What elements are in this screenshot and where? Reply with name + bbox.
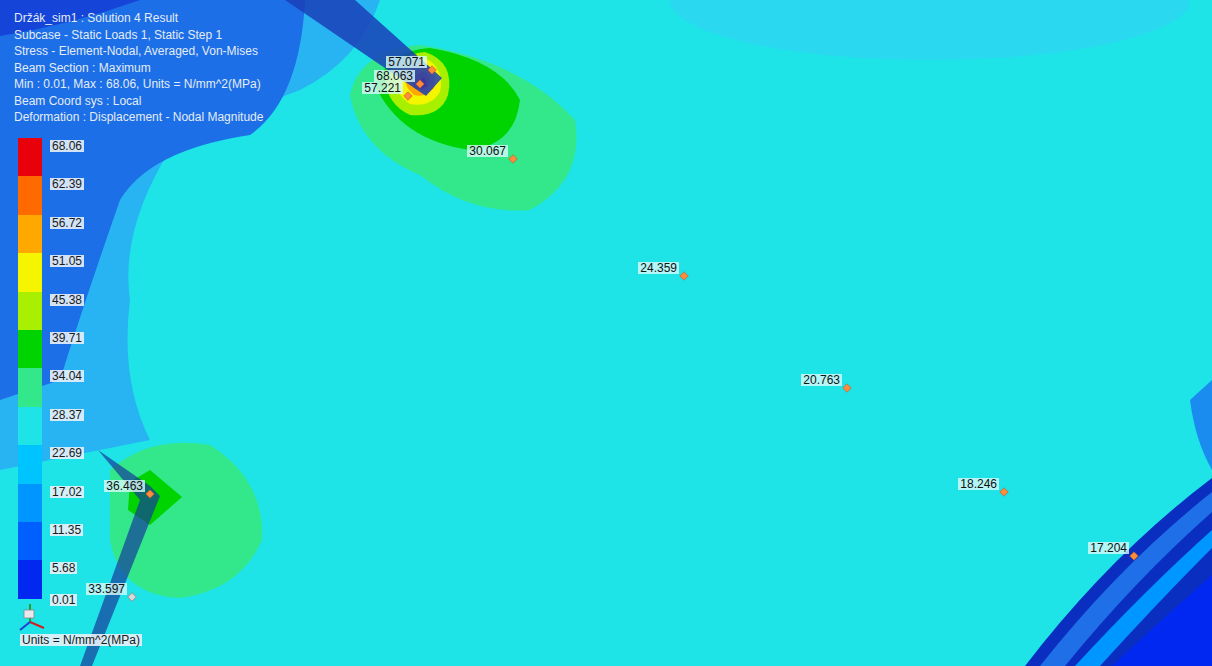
legend-value: 39.71 (50, 332, 84, 344)
legend-swatch (18, 253, 42, 292)
legend-swatch (18, 484, 42, 523)
blue-region (0, 0, 380, 470)
stress-value: 33.597 (86, 583, 127, 595)
axis-cube (24, 610, 34, 618)
legend-value: 56.72 (50, 217, 84, 229)
legend-swatch (18, 445, 42, 484)
node-marker (128, 593, 136, 601)
result-header: Beam Section : Maximum (14, 62, 151, 74)
stress-value: 68.063 (374, 70, 415, 82)
legend-value: 51.05 (50, 255, 84, 267)
stress-value: 57.221 (362, 82, 403, 94)
result-header: Stress - Element-Nodal, Averaged, Von-Mi… (14, 45, 258, 57)
legend-value: 11.35 (50, 524, 83, 536)
beam-top (285, 0, 442, 96)
stress-value: 18.246 (958, 478, 999, 490)
node-marker (843, 384, 851, 392)
result-header: Min : 0.01, Max : 68.06, Units = N/mm^2(… (14, 78, 261, 90)
stress-value: 17.204 (1088, 542, 1129, 554)
node-markers (128, 66, 1138, 601)
units-note: Units = N/mm^2(MPa) (20, 634, 142, 646)
legend-swatch (18, 407, 42, 446)
legend-value: 45.38 (50, 294, 84, 306)
node-marker (1130, 552, 1138, 560)
rim-band (1040, 492, 1212, 666)
legend-swatch (18, 215, 42, 254)
legend-swatch (18, 292, 42, 331)
stress-value: 57.071 (386, 56, 427, 68)
edge-region (1190, 380, 1212, 470)
axis-triad (20, 604, 44, 630)
node-marker (416, 80, 424, 88)
stress-value: 30.067 (467, 145, 508, 157)
node-marker (146, 490, 154, 498)
stress-value: 24.359 (638, 262, 679, 274)
contour-39 (375, 48, 520, 150)
legend-swatch (18, 368, 42, 407)
node-marker (509, 155, 517, 163)
axis-x (30, 622, 44, 628)
node-marker (680, 272, 688, 280)
node-marker (428, 66, 436, 74)
legend-swatch (18, 330, 42, 369)
dark-blue-region (0, 0, 305, 400)
legend-swatch (18, 560, 42, 599)
light-region (670, 0, 1190, 60)
legend-value: 68.06 (50, 140, 84, 152)
contour-34 (350, 45, 577, 211)
node-marker (404, 92, 412, 100)
node-marker (1000, 488, 1008, 496)
legend-value: 17.02 (50, 486, 84, 498)
legend-swatch (18, 176, 42, 215)
legend-swatch (18, 138, 42, 177)
result-header: Subcase - Static Loads 1, Static Step 1 (14, 29, 222, 41)
legend-swatch (18, 522, 42, 561)
stress-value: 20.763 (801, 374, 842, 386)
axis-z (20, 622, 30, 630)
rim-band (1075, 530, 1212, 666)
legend-value: 0.01 (50, 594, 77, 606)
rim-dark (1025, 478, 1212, 666)
result-header: Deformation : Displacement - Nodal Magni… (14, 111, 263, 123)
legend-value: 5.68 (50, 562, 77, 574)
legend-value: 22.69 (50, 447, 84, 459)
result-header: Držák_sim1 : Solution 4 Result (14, 12, 178, 24)
legend-value: 62.39 (50, 178, 84, 190)
rim-band (1112, 575, 1212, 666)
legend-value: 34.04 (50, 370, 84, 382)
stress-value: 36.463 (104, 480, 145, 492)
result-header: Beam Coord sys : Local (14, 95, 141, 107)
legend-value: 28.37 (50, 409, 84, 421)
